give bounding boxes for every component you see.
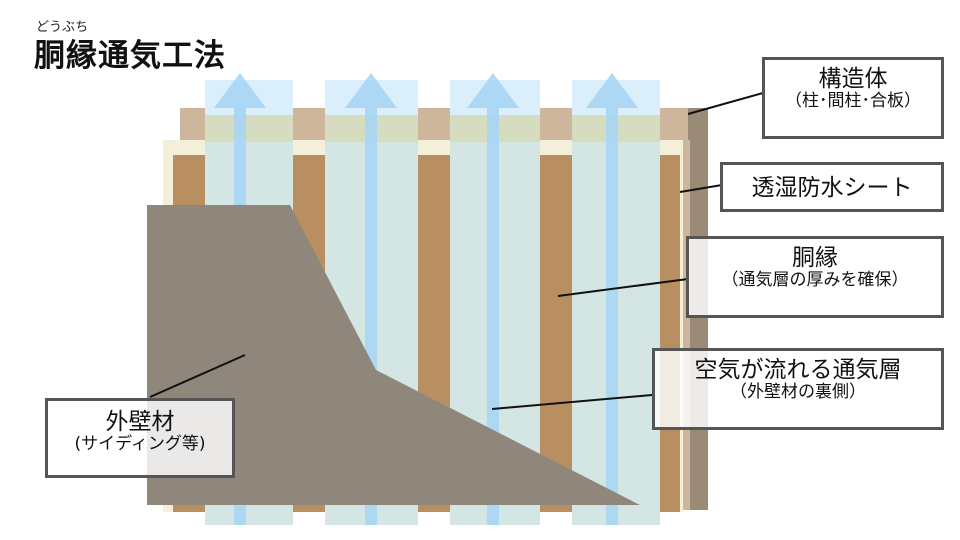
label-furring: 胴縁 （通気層の厚みを確保）	[686, 236, 944, 318]
page-title: 胴縁通気工法	[34, 38, 226, 74]
label-structure-sub: （柱･間柱･合板）	[785, 91, 921, 112]
label-furring-sub: （通気層の厚みを確保）	[721, 270, 909, 291]
label-airlayer: 空気が流れる通気層 （外壁材の裏側）	[652, 348, 944, 430]
label-airlayer-sub: （外壁材の裏側）	[730, 382, 866, 403]
label-structure: 構造体 （柱･間柱･合板）	[762, 57, 944, 139]
arrow-up-icon	[467, 73, 519, 525]
label-furring-main: 胴縁	[792, 245, 838, 271]
label-airlayer-main: 空気が流れる通気層	[694, 357, 902, 383]
title-ruby: どうぶち	[36, 20, 89, 35]
leader-lines	[149, 92, 764, 410]
furring-strip	[540, 155, 572, 512]
label-structure-main: 構造体	[818, 66, 888, 92]
label-siding: 外壁材 (サイディング等)	[45, 398, 235, 478]
structure-side	[680, 140, 690, 510]
label-sheet-main: 透湿防水シート	[751, 175, 913, 201]
label-sheet: 透湿防水シート	[720, 162, 944, 212]
label-siding-sub: (サイディング等)	[74, 434, 206, 455]
siding-panel	[147, 205, 640, 505]
furring-strip	[660, 155, 680, 512]
label-siding-main: 外壁材	[105, 409, 175, 435]
arrow-up-icon	[586, 73, 638, 525]
